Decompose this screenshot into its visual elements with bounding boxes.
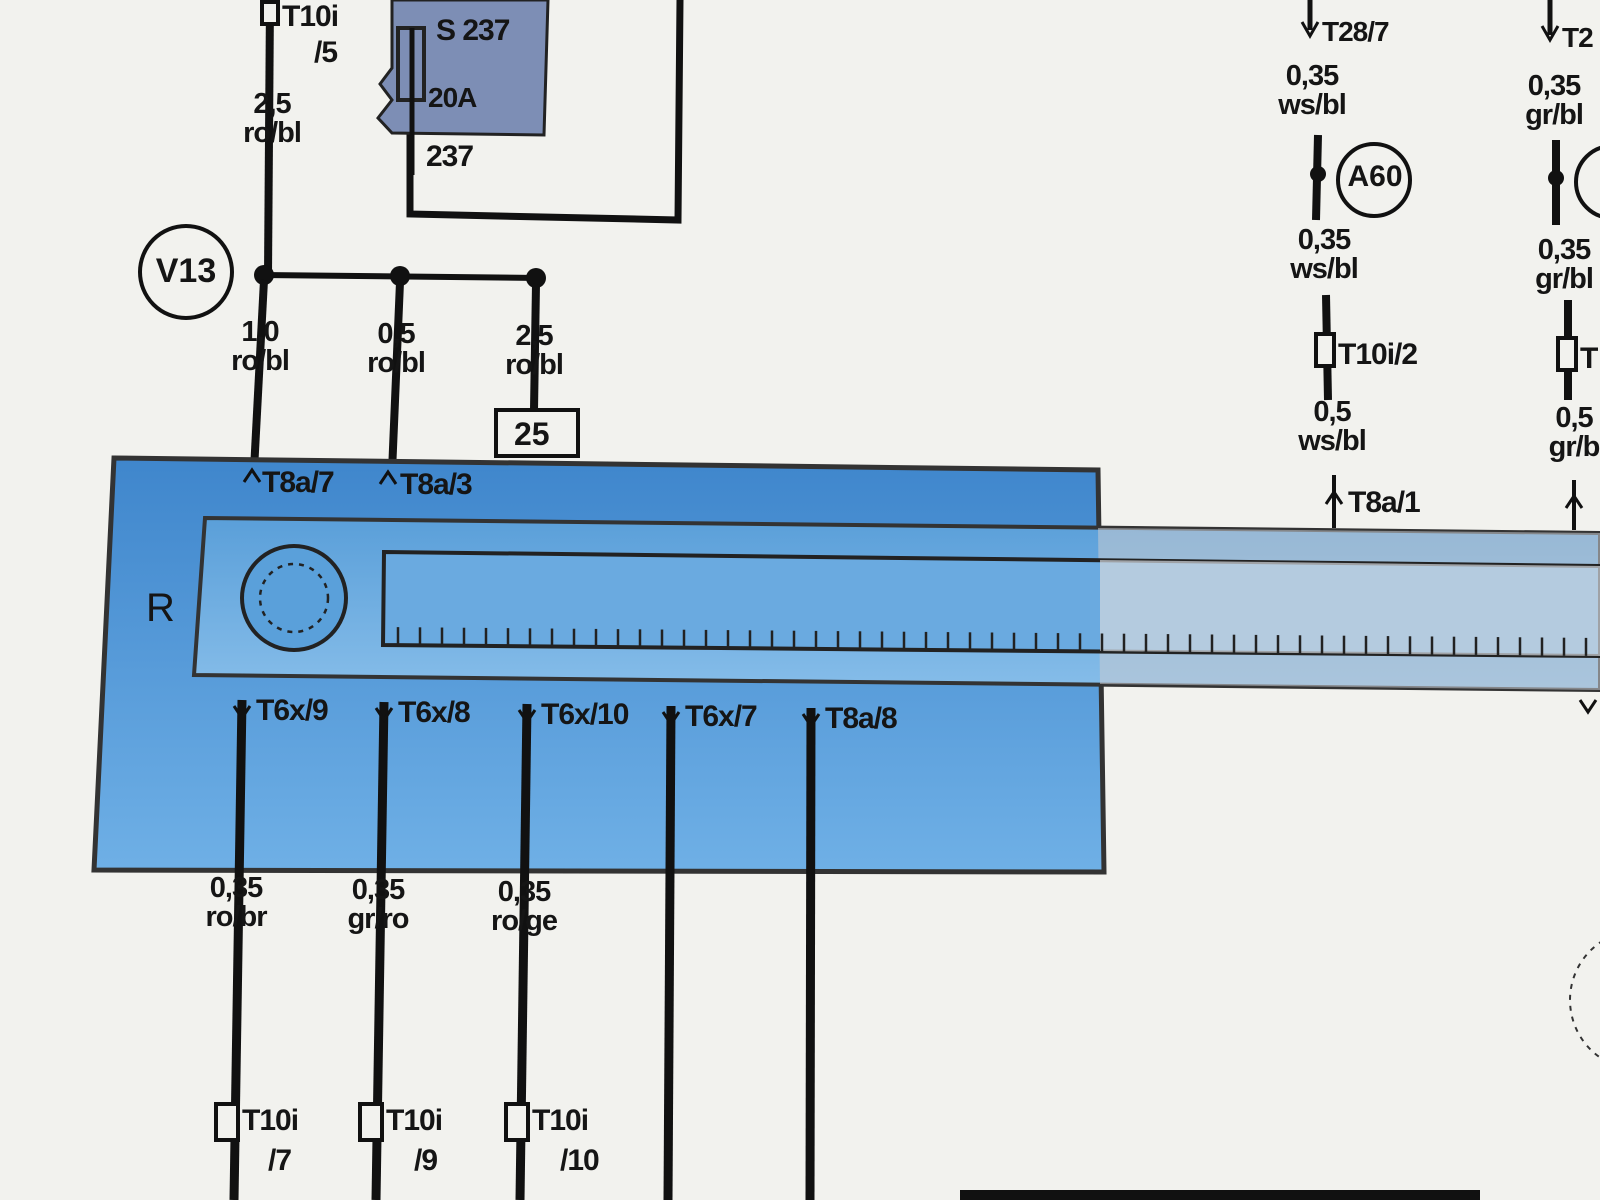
connector-bottom-2-symbol	[358, 1102, 384, 1142]
connector-top-left-name: T10i	[282, 0, 339, 33]
component-r-knob	[240, 544, 348, 652]
junction-3	[526, 268, 546, 288]
display-tick-marks	[396, 627, 1588, 656]
right-arrow-t8a-1	[1324, 489, 1344, 505]
bottom-pin-t8a-8: T8a/8	[825, 702, 898, 735]
right-arrow-2b	[1564, 493, 1584, 509]
ground-a60-label: A60	[1347, 160, 1403, 193]
junction-2	[390, 266, 410, 286]
bottom-connector-3-name: T10i	[532, 1104, 589, 1137]
branch-wire-2	[388, 281, 404, 473]
right-arrow-2	[1540, 25, 1560, 44]
bottom-connector-2-pin: /9	[414, 1144, 438, 1177]
junction-1	[254, 265, 274, 285]
connector-t10i-5-symbol	[260, 0, 280, 26]
bottom-connector-3-pin: /10	[560, 1144, 600, 1177]
branch-wire-3	[530, 283, 540, 411]
fuse-rating: 20A	[428, 82, 477, 113]
right-connector-t28-7: T28/7	[1322, 16, 1390, 47]
pin-arrow-t6x-7	[661, 711, 681, 727]
top-pin-t8a-7: T8a/7	[262, 466, 335, 499]
connector-t10i-2-symbol	[1314, 332, 1336, 368]
fuse-name: S 237	[436, 14, 510, 47]
pin-arrow-t6x-9	[232, 705, 252, 721]
ground-right-2-circle	[1574, 145, 1600, 219]
ground-v13-label: V13	[155, 252, 217, 290]
bottom-wire-5	[805, 707, 816, 1200]
component-letter: R	[146, 586, 175, 630]
right-junction-1	[1310, 166, 1326, 182]
component-r-knob-inner	[258, 562, 330, 634]
ground-v13-circle	[138, 224, 234, 320]
fuse-wire-number: 237	[426, 140, 474, 173]
bottom-pin-t6x-7: T6x/7	[685, 700, 758, 733]
right-connector-t10i-2: T10i/2	[1338, 338, 1418, 371]
connector-bottom-1-symbol	[214, 1102, 240, 1142]
pin-arrow-t6x-8	[374, 707, 394, 723]
right-junction-2	[1548, 170, 1564, 186]
bottom-bar	[960, 1190, 1480, 1200]
pin-arrow-t8a-3	[378, 469, 398, 485]
bottom-connector-2-name: T10i	[386, 1104, 443, 1137]
top-pin-t8a-1: T8a/1	[1348, 486, 1421, 519]
bottom-connector-1-name: T10i	[242, 1104, 299, 1137]
top-pin-t8a-3: T8a/3	[400, 468, 473, 501]
connector-bottom-3-symbol	[504, 1102, 530, 1142]
bottom-pin-t6x-8: T6x/8	[398, 696, 471, 729]
pin-arrow-t8a-8	[801, 713, 821, 729]
right-arrow-t28-7	[1300, 21, 1320, 40]
right-connector-2-mid: T	[1580, 342, 1598, 375]
box-25-frame	[494, 408, 580, 458]
bottom-connector-1-pin: /7	[268, 1144, 292, 1177]
bottom-wire-4	[663, 705, 676, 1200]
connector-top-left-pin: /5	[314, 36, 338, 69]
ground-a60-circle	[1336, 142, 1412, 218]
pin-arrow-t6x-10	[517, 709, 537, 725]
bottom-pin-t6x-9: T6x/9	[256, 694, 329, 727]
bottom-pin-t6x-10: T6x/10	[541, 698, 629, 731]
branch-wire-1	[250, 279, 268, 471]
connector-right-2-symbol	[1556, 336, 1578, 372]
component-r-display-extension	[1100, 560, 1600, 656]
box-number: 25	[514, 416, 550, 452]
pin-arrow-t8a-7	[242, 467, 262, 483]
wire-top-left	[264, 0, 274, 276]
right-edge-dashed-circle	[1569, 941, 1600, 1059]
right-arrow-2c	[1578, 699, 1598, 715]
right-connector-2-top: T2	[1562, 22, 1594, 53]
